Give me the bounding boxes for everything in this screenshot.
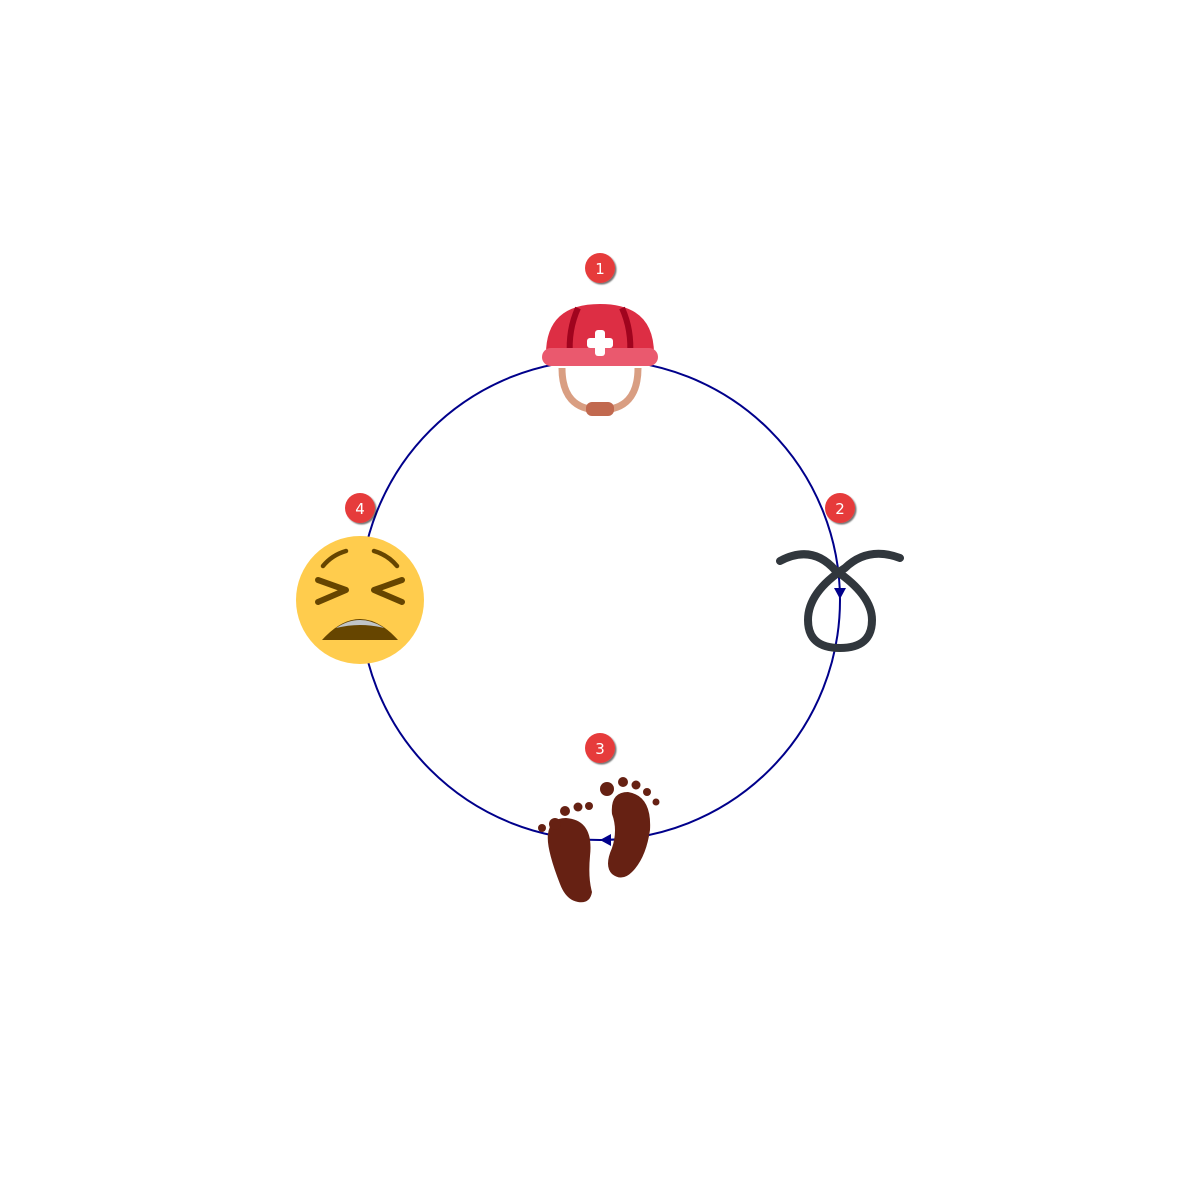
step-number-1: 1: [595, 260, 605, 278]
curly-loop-icon: [776, 549, 904, 653]
step-badge-2: 2: [825, 493, 855, 523]
step-badge-4: 4: [345, 493, 375, 523]
step-number-2: 2: [835, 500, 845, 518]
step-number-4: 4: [355, 500, 365, 518]
step-number-3: 3: [595, 740, 605, 758]
step-badge-3: 3: [585, 733, 615, 763]
arrow-bottom-left: [600, 834, 611, 846]
tired-face-icon: [296, 536, 424, 664]
cycle-ring: [359, 359, 841, 841]
step-badge-1: 1: [585, 253, 615, 283]
footprints-icon: [538, 777, 660, 903]
arrow-right-down: [834, 588, 846, 599]
rescue-worker-helmet-icon: [542, 304, 658, 416]
